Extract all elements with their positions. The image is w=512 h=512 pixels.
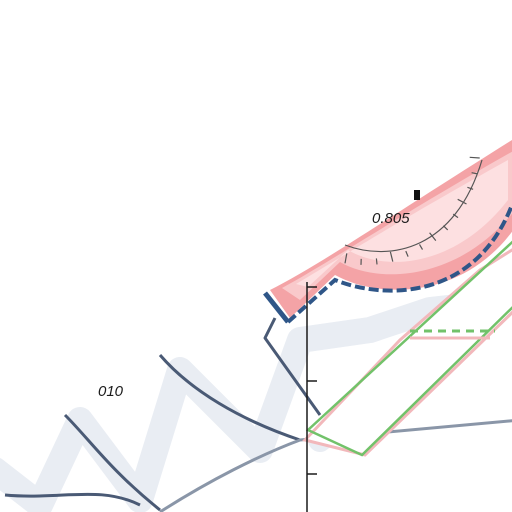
dark-curve-lower xyxy=(63,413,161,512)
protractor-tick xyxy=(452,213,459,219)
arc-solid-outline xyxy=(263,291,290,324)
protractor-tick xyxy=(457,198,467,205)
green-parallelogram xyxy=(305,240,512,457)
protractor-tick xyxy=(389,251,394,262)
protractor-tick xyxy=(375,258,378,265)
upper-value-label: 0.805 xyxy=(372,210,410,227)
protractor-tick xyxy=(344,253,348,264)
protractor-tick xyxy=(405,250,409,257)
protractor-tick xyxy=(429,232,437,241)
dark-curve-mid xyxy=(158,354,301,442)
protractor-ticks xyxy=(344,156,480,265)
protractor-tick xyxy=(418,244,424,250)
pale-zigzag-band xyxy=(0,287,512,512)
arc-band-inner xyxy=(296,160,508,287)
dark-curve-bend xyxy=(263,317,322,416)
arc-dashed-outline xyxy=(286,204,512,324)
protractor-tick xyxy=(467,186,474,190)
protractor-tick xyxy=(471,172,478,175)
dark-curve-left xyxy=(4,492,141,507)
grey-fade-line xyxy=(159,419,512,512)
protractor-arc-line xyxy=(344,159,483,253)
lower-value-label: 010 xyxy=(98,383,124,400)
partial-glyph-mark xyxy=(414,190,420,200)
pink-parallelogram xyxy=(302,248,512,457)
protractor-tick xyxy=(469,156,480,159)
